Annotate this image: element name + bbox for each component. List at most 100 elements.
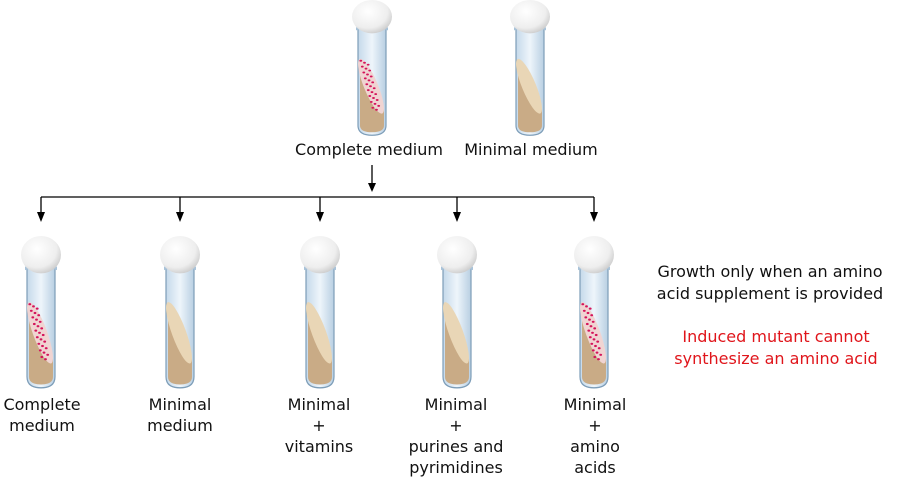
colony-dot [39, 338, 43, 341]
colony-dot [363, 77, 367, 80]
colony-dot [593, 327, 597, 330]
cotton-plug [574, 236, 614, 274]
colony-dot [35, 336, 39, 339]
colony-dot [590, 342, 594, 345]
top-label-minimal: Minimal medium [464, 140, 598, 159]
slant-surface [443, 302, 469, 364]
colony-dot [581, 303, 585, 306]
cotton-plug [437, 236, 477, 274]
colony-dot [585, 322, 589, 326]
colony-dot [371, 106, 375, 109]
colony-dot [591, 320, 595, 323]
cotton-plug [160, 236, 200, 274]
colony-dot [375, 108, 378, 111]
colony-dot [362, 71, 366, 74]
colony-dot [588, 336, 592, 339]
bottom-tube-4 [437, 236, 477, 389]
top-label-complete: Complete medium [295, 140, 443, 159]
colony-dot [364, 67, 368, 70]
colony-dot [375, 98, 379, 101]
colony-dot [599, 353, 603, 356]
colony-dot [590, 314, 594, 317]
colony-dot [368, 69, 372, 72]
colony-dot [586, 311, 590, 315]
colony-dot [370, 91, 374, 94]
colony-dot [595, 351, 599, 354]
colony-dot [44, 358, 47, 361]
colony-dot [584, 316, 588, 319]
colony-dot [593, 355, 597, 359]
colony-dot [588, 307, 592, 310]
arrowhead-icon [316, 212, 324, 222]
colony-dot [366, 63, 370, 66]
colony-dot [373, 102, 377, 105]
colony-dot [368, 95, 372, 98]
colony-dot [371, 81, 375, 84]
colony-dot [31, 316, 35, 319]
colony-dot [359, 59, 363, 62]
colony-dot [360, 65, 364, 68]
colony-dot [40, 355, 44, 359]
colony-dot [40, 327, 44, 330]
colony-dot [36, 325, 40, 328]
arrowhead-icon [368, 183, 376, 192]
colony-dot [43, 340, 47, 343]
colony-dot [37, 314, 41, 317]
bottom-tube-2 [160, 236, 200, 389]
colony-dot [38, 349, 42, 352]
colony-dot [38, 320, 42, 323]
colony-dot [37, 342, 41, 345]
colony-dot [366, 89, 370, 92]
colony-dot [594, 344, 597, 348]
colony-dot [32, 305, 35, 308]
slant-surface [166, 302, 192, 364]
colony-dot [363, 61, 366, 64]
top-tube-complete [352, 0, 392, 136]
top-tube-minimal [510, 0, 550, 136]
colony-dot [597, 347, 601, 350]
colony-dot [366, 73, 369, 76]
colony-dot [367, 79, 371, 82]
colony-dot [582, 309, 586, 312]
colony-dot [33, 311, 37, 315]
colony-dot [369, 85, 372, 88]
colony-dot [46, 353, 50, 356]
colony-dot [38, 331, 41, 334]
colony-dot [587, 329, 591, 332]
colony-dot [594, 333, 598, 337]
colony-dot [591, 331, 594, 334]
cotton-plug [300, 236, 340, 274]
colony-dot [591, 349, 595, 352]
arrowhead-icon [453, 212, 461, 222]
colony-dot [41, 344, 44, 348]
colony-dot [592, 338, 596, 341]
slant-surface [306, 302, 332, 364]
colony-dot [34, 329, 38, 332]
colony-dot [585, 305, 588, 308]
colony-dot [596, 340, 600, 343]
slant-surface [516, 58, 542, 114]
cotton-plug [21, 236, 61, 274]
cotton-plug [510, 0, 550, 34]
colony-dot [41, 333, 45, 337]
bottom-tube-3 [300, 236, 340, 389]
colony-dot [374, 93, 378, 96]
colony-dot [377, 104, 381, 107]
colony-dot [44, 347, 48, 350]
colony-dot [589, 325, 593, 328]
arrowhead-icon [176, 212, 184, 222]
colony-dot [32, 322, 36, 326]
arrowhead-icon [37, 212, 45, 222]
colony-dot [369, 100, 373, 103]
colony-dot [588, 318, 591, 321]
colony-dot [35, 318, 38, 321]
colony-dot [597, 358, 600, 361]
bottom-tube-5 [574, 236, 614, 389]
